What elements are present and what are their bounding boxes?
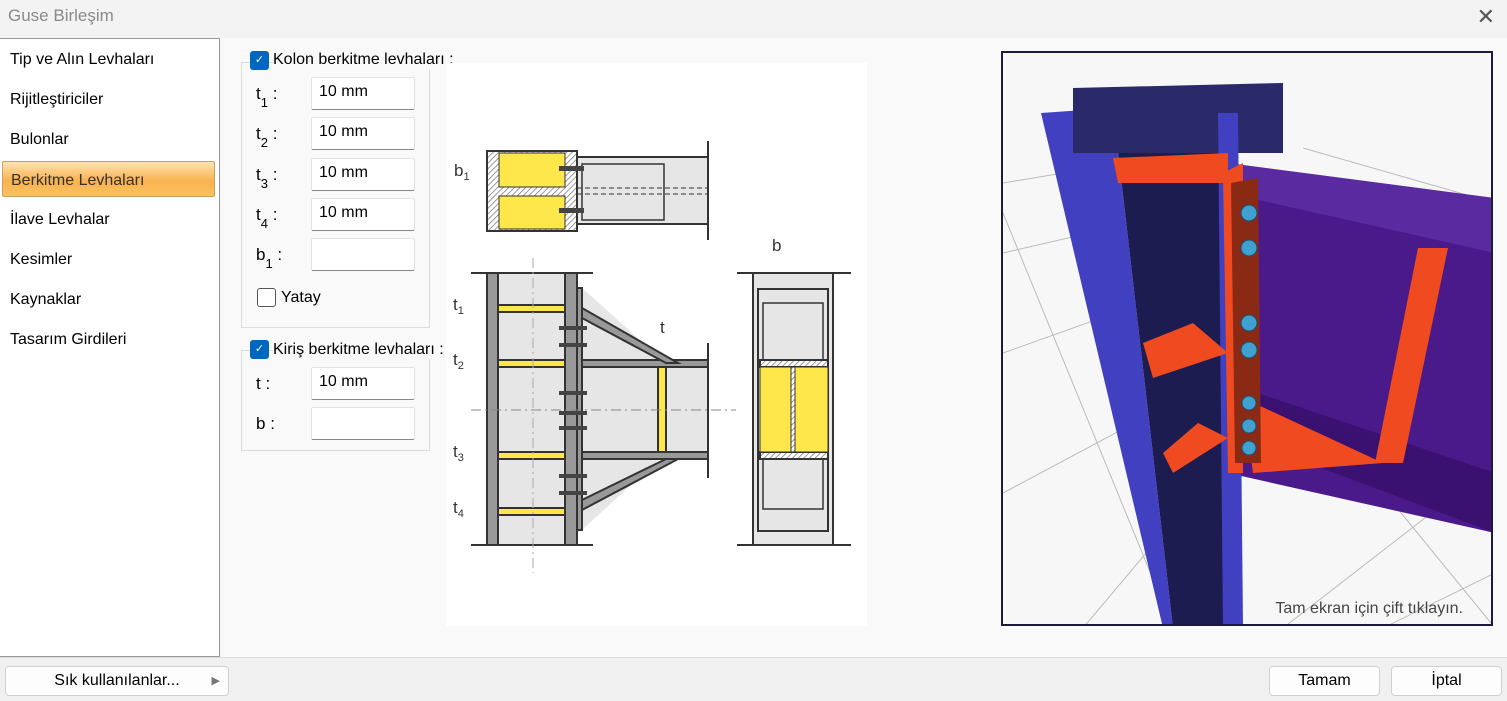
close-icon[interactable]: ✕ bbox=[1476, 4, 1495, 29]
sidebar-item-kaynaklar[interactable]: Kaynaklar bbox=[10, 291, 82, 308]
b1-input[interactable] bbox=[311, 238, 415, 271]
b1-label: b1 : bbox=[256, 245, 283, 272]
t3-label: t3 : bbox=[256, 165, 278, 192]
beam-t-label: t : bbox=[256, 374, 271, 393]
beam-b-input[interactable] bbox=[311, 407, 415, 440]
fullscreen-hint: Tam ekran için çift tıklayın. bbox=[1275, 600, 1463, 617]
beam-b-label: b : bbox=[256, 414, 275, 433]
t2-label: t2 : bbox=[256, 124, 278, 151]
favorites-label: Sık kullanılanlar... bbox=[54, 672, 180, 689]
plan-view bbox=[486, 141, 709, 240]
yatay-label: Yatay bbox=[281, 289, 321, 306]
window-title: Guse Birleşim bbox=[8, 6, 114, 25]
t3-input[interactable]: 10 mm bbox=[311, 158, 415, 191]
chevron-right-icon: ▶ bbox=[211, 675, 220, 687]
bolts bbox=[1240, 204, 1258, 456]
beam-t-input[interactable]: 10 mm bbox=[311, 367, 415, 400]
diagram-label-b: b bbox=[772, 236, 781, 255]
sidebar-item-tip-alin[interactable]: Tip ve Alın Levhaları bbox=[10, 51, 155, 68]
t1-input[interactable]: 10 mm bbox=[311, 77, 415, 110]
stiffener-diagram: b1 t1 t2 t3 t4 t b bbox=[446, 63, 867, 626]
beam-stiffener-label: Kiriş berkitme levhaları : bbox=[273, 341, 446, 359]
favorites-button[interactable]: Sık kullanılanlar... ▶ bbox=[5, 666, 229, 696]
title-bar: Guse Birleşim ✕ bbox=[0, 0, 1507, 38]
sidebar-item-rijitlestiriciler[interactable]: Rijitleştiriciler bbox=[10, 91, 104, 108]
diagram-label-b1: b1 bbox=[454, 161, 470, 183]
beam-stiffener-checkbox[interactable]: ✓ bbox=[250, 340, 269, 359]
sidebar-item-bulonlar[interactable]: Bulonlar bbox=[10, 131, 69, 148]
column-flange-left bbox=[1041, 108, 1173, 624]
t4-input[interactable]: 10 mm bbox=[311, 198, 415, 231]
yatay-checkbox[interactable] bbox=[257, 288, 276, 307]
t2-input[interactable]: 10 mm bbox=[311, 117, 415, 150]
elevation-view bbox=[471, 258, 736, 573]
sidebar-item-kesimler[interactable]: Kesimler bbox=[10, 251, 73, 268]
ok-button[interactable]: Tamam bbox=[1269, 666, 1380, 696]
sidebar-item-berkitme-levhalari[interactable]: Berkitme Levhaları bbox=[2, 161, 215, 197]
t1-label: t1 : bbox=[256, 84, 278, 111]
cancel-button[interactable]: İptal bbox=[1391, 666, 1502, 696]
sidebar-item-tasarim-girdileri[interactable]: Tasarım Girdileri bbox=[10, 331, 127, 348]
sidebar-item-ilave-levhalar[interactable]: İlave Levhalar bbox=[10, 211, 110, 228]
bottom-bar bbox=[0, 657, 1507, 701]
diagram-label-t2: t2 bbox=[453, 350, 464, 372]
stiffener-plate bbox=[1113, 153, 1228, 183]
diagram-label-t1: t1 bbox=[453, 295, 464, 317]
3d-view[interactable]: Tam ekran için çift tıklayın. bbox=[1001, 51, 1493, 626]
section-view bbox=[737, 272, 851, 546]
diagram-label-t3: t3 bbox=[453, 442, 464, 464]
diagram-label-t4: t4 bbox=[453, 498, 464, 520]
column-stiffener-checkbox[interactable]: ✓ bbox=[250, 51, 269, 70]
sidebar: Tip ve Alın Levhaları Rijitleştiriciler … bbox=[0, 38, 220, 657]
column-stiffener-label: Kolon berkitme levhaları : bbox=[273, 51, 456, 69]
t4-label: t4 : bbox=[256, 205, 278, 232]
diagram-label-t: t bbox=[660, 318, 665, 337]
